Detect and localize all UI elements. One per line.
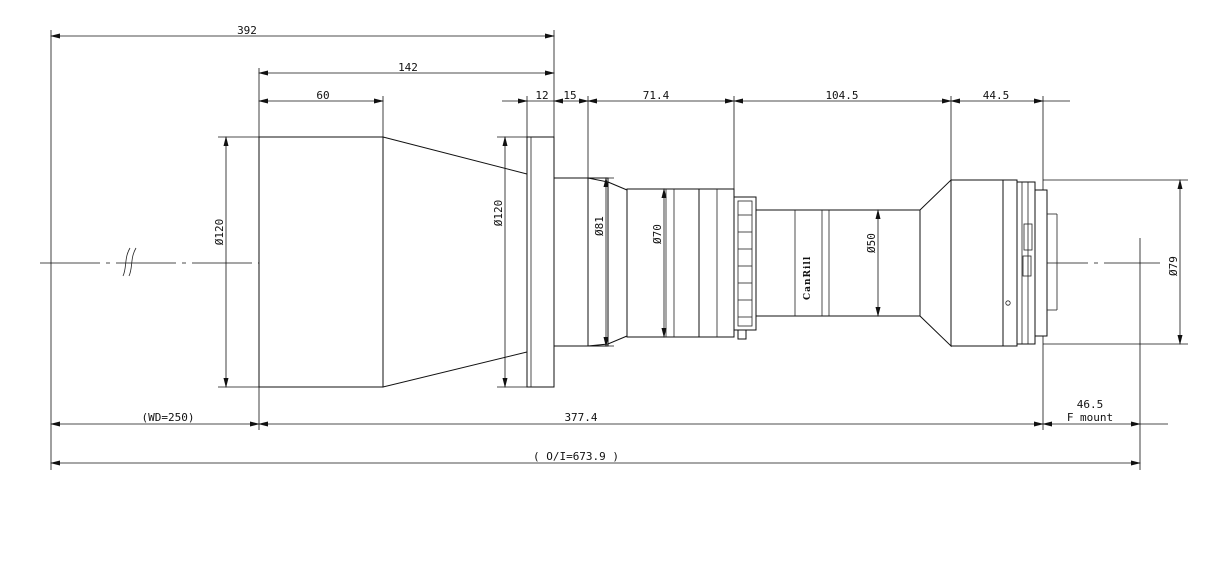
mount-flange [526, 136, 555, 388]
mount-body [950, 179, 1004, 347]
mount-type-label: F mount [1067, 411, 1113, 424]
dia-front-hood-120: Ø120 [213, 136, 229, 388]
dim-working-distance: (WD=250) [50, 411, 260, 427]
svg-text:( O/I=673.9 ): ( O/I=673.9 ) [533, 450, 619, 463]
svg-text:377.4: 377.4 [564, 411, 597, 424]
svg-text:104.5: 104.5 [825, 89, 858, 102]
front-hood [258, 136, 384, 388]
dim-object-to-image: ( O/I=673.9 ) [50, 450, 1141, 466]
lens-body: CanRill [258, 136, 1058, 388]
svg-text:Ø120: Ø120 [492, 200, 505, 227]
lock-screw [737, 329, 747, 340]
rear-barrel [755, 209, 921, 317]
svg-text:12: 12 [535, 89, 548, 102]
dia-rear-50: Ø50 [865, 209, 881, 317]
dia-flange-120: Ø120 [492, 136, 508, 388]
dim-lens-length-377-4: 377.4 [258, 411, 1044, 427]
svg-text:Ø50: Ø50 [865, 233, 878, 253]
break-symbol [122, 247, 137, 277]
dim-front-142: 142 [258, 61, 555, 76]
dim-overall-392: 392 [50, 24, 555, 39]
svg-text:44.5: 44.5 [983, 89, 1010, 102]
rear-cone [919, 178, 952, 348]
clamp-ring [733, 196, 757, 331]
svg-text:Ø70: Ø70 [651, 224, 664, 244]
svg-text:Ø120: Ø120 [213, 219, 226, 246]
svg-text:(WD=250): (WD=250) [142, 411, 195, 424]
svg-text:142: 142 [398, 61, 418, 74]
dia-barrel-70: Ø70 [651, 188, 667, 338]
dim-mount-44-5: 44.5 [950, 89, 1070, 104]
svg-text:Ø81: Ø81 [593, 216, 606, 236]
svg-text:15: 15 [563, 89, 576, 102]
svg-text:392: 392 [237, 24, 257, 37]
brand-label: CanRill [803, 256, 813, 300]
dim-gap-15: 15 [553, 89, 589, 104]
dim-mid-71-4: 71.4 [587, 89, 735, 104]
svg-text:60: 60 [316, 89, 329, 102]
svg-text:71.4: 71.4 [643, 89, 670, 102]
extension-lines [50, 30, 1188, 470]
dia-barrel-81: Ø81 [593, 177, 609, 347]
dim-hood-60: 60 [258, 89, 384, 104]
dia-mount-79: Ø79 [1167, 179, 1183, 345]
dim-flange-12: 12 [502, 89, 554, 104]
focus-ring [698, 188, 735, 338]
bayonet [1034, 189, 1048, 337]
svg-text:46.5: 46.5 [1077, 398, 1104, 411]
dim-flange-back-46-5: 46.5 F mount [1042, 398, 1168, 427]
svg-text:Ø79: Ø79 [1167, 256, 1180, 276]
dim-rear-104-5: 104.5 [733, 89, 952, 104]
barrel-mid [626, 188, 700, 338]
